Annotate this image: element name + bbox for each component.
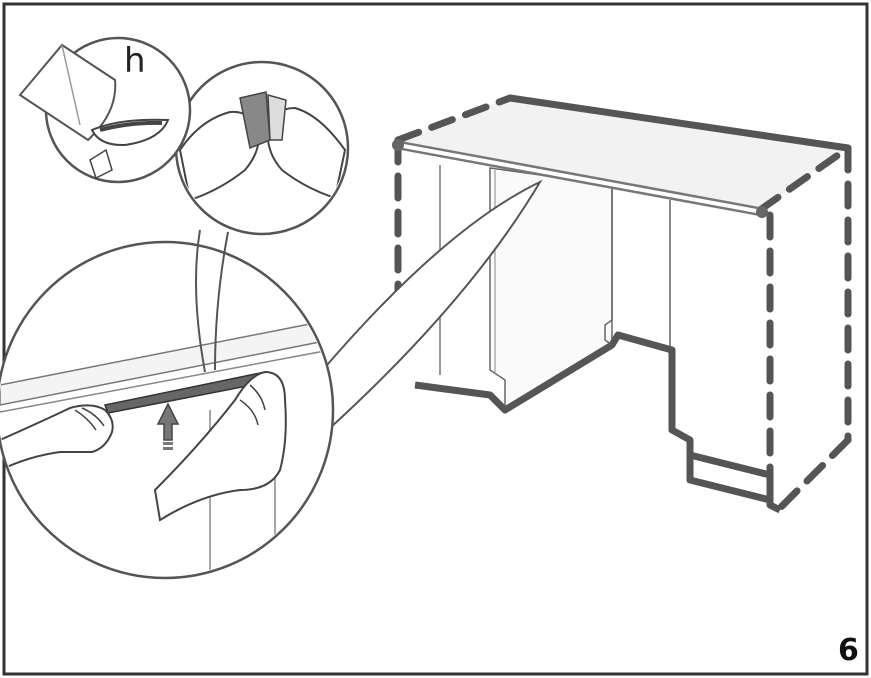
part-h-circle: h [18, 36, 192, 184]
base-outline [414, 331, 782, 514]
detail-magnifier [0, 179, 543, 580]
counter-cabinet-illustration [392, 94, 852, 514]
counter-back-edge [506, 94, 852, 152]
left-hand [0, 404, 114, 472]
step-number: 6 [838, 633, 859, 668]
magnifier-pointer [308, 179, 543, 430]
countertop [398, 98, 848, 210]
push-up-arrow [156, 402, 180, 450]
appliance-body [490, 168, 765, 475]
parts-bag [18, 43, 117, 142]
right-hand [153, 370, 287, 522]
part-label-h: h [124, 41, 146, 81]
peel-backing-circle [174, 60, 350, 373]
